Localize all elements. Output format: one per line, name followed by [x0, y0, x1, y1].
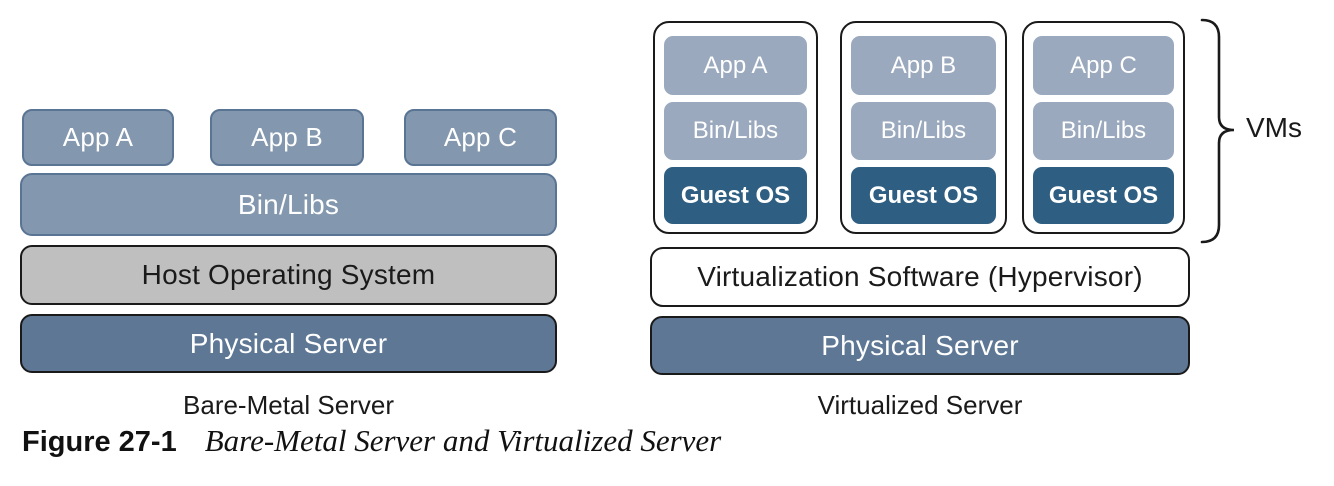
vm-2-bin-libs-box: Bin/Libs [851, 102, 996, 160]
bare-metal-app-b-box: App B [210, 109, 364, 166]
vm-3-guest-os-box: Guest OS [1033, 167, 1174, 224]
vm-3-container: App C Bin/Libs Guest OS [1022, 21, 1185, 234]
vm-3-app-box: App C [1033, 36, 1174, 95]
vm-2-container: App B Bin/Libs Guest OS [840, 21, 1007, 234]
hypervisor-box: Virtualization Software (Hypervisor) [650, 247, 1190, 307]
vm-1-container: App A Bin/Libs Guest OS [653, 21, 818, 234]
bare-metal-app-c-box: App C [404, 109, 557, 166]
vm-1-app-box: App A [664, 36, 807, 95]
vm-1-bin-libs-box: Bin/Libs [664, 102, 807, 160]
bare-metal-bin-libs-box: Bin/Libs [20, 173, 557, 236]
vms-label: VMs [1246, 112, 1302, 143]
figure-caption: Figure 27-1 Bare-Metal Server and Virtua… [22, 423, 721, 459]
bare-metal-app-a-box: App A [22, 109, 174, 166]
vm-2-guest-os-box: Guest OS [851, 167, 996, 224]
vm-2-app-box: App B [851, 36, 996, 95]
bare-metal-server-label: Bare-Metal Server [183, 390, 394, 420]
figure-title: Bare-Metal Server and Virtualized Server [204, 423, 722, 458]
figure-number: Figure 27-1 [22, 426, 177, 458]
vms-brace-icon [1200, 18, 1235, 244]
host-operating-system-box: Host Operating System [20, 245, 557, 305]
virtualized-physical-server-box: Physical Server [650, 316, 1190, 375]
vm-3-bin-libs-box: Bin/Libs [1033, 102, 1174, 160]
vm-1-guest-os-box: Guest OS [664, 167, 807, 224]
bare-metal-physical-server-box: Physical Server [20, 314, 557, 373]
virtualized-server-label: Virtualized Server [817, 390, 1023, 420]
